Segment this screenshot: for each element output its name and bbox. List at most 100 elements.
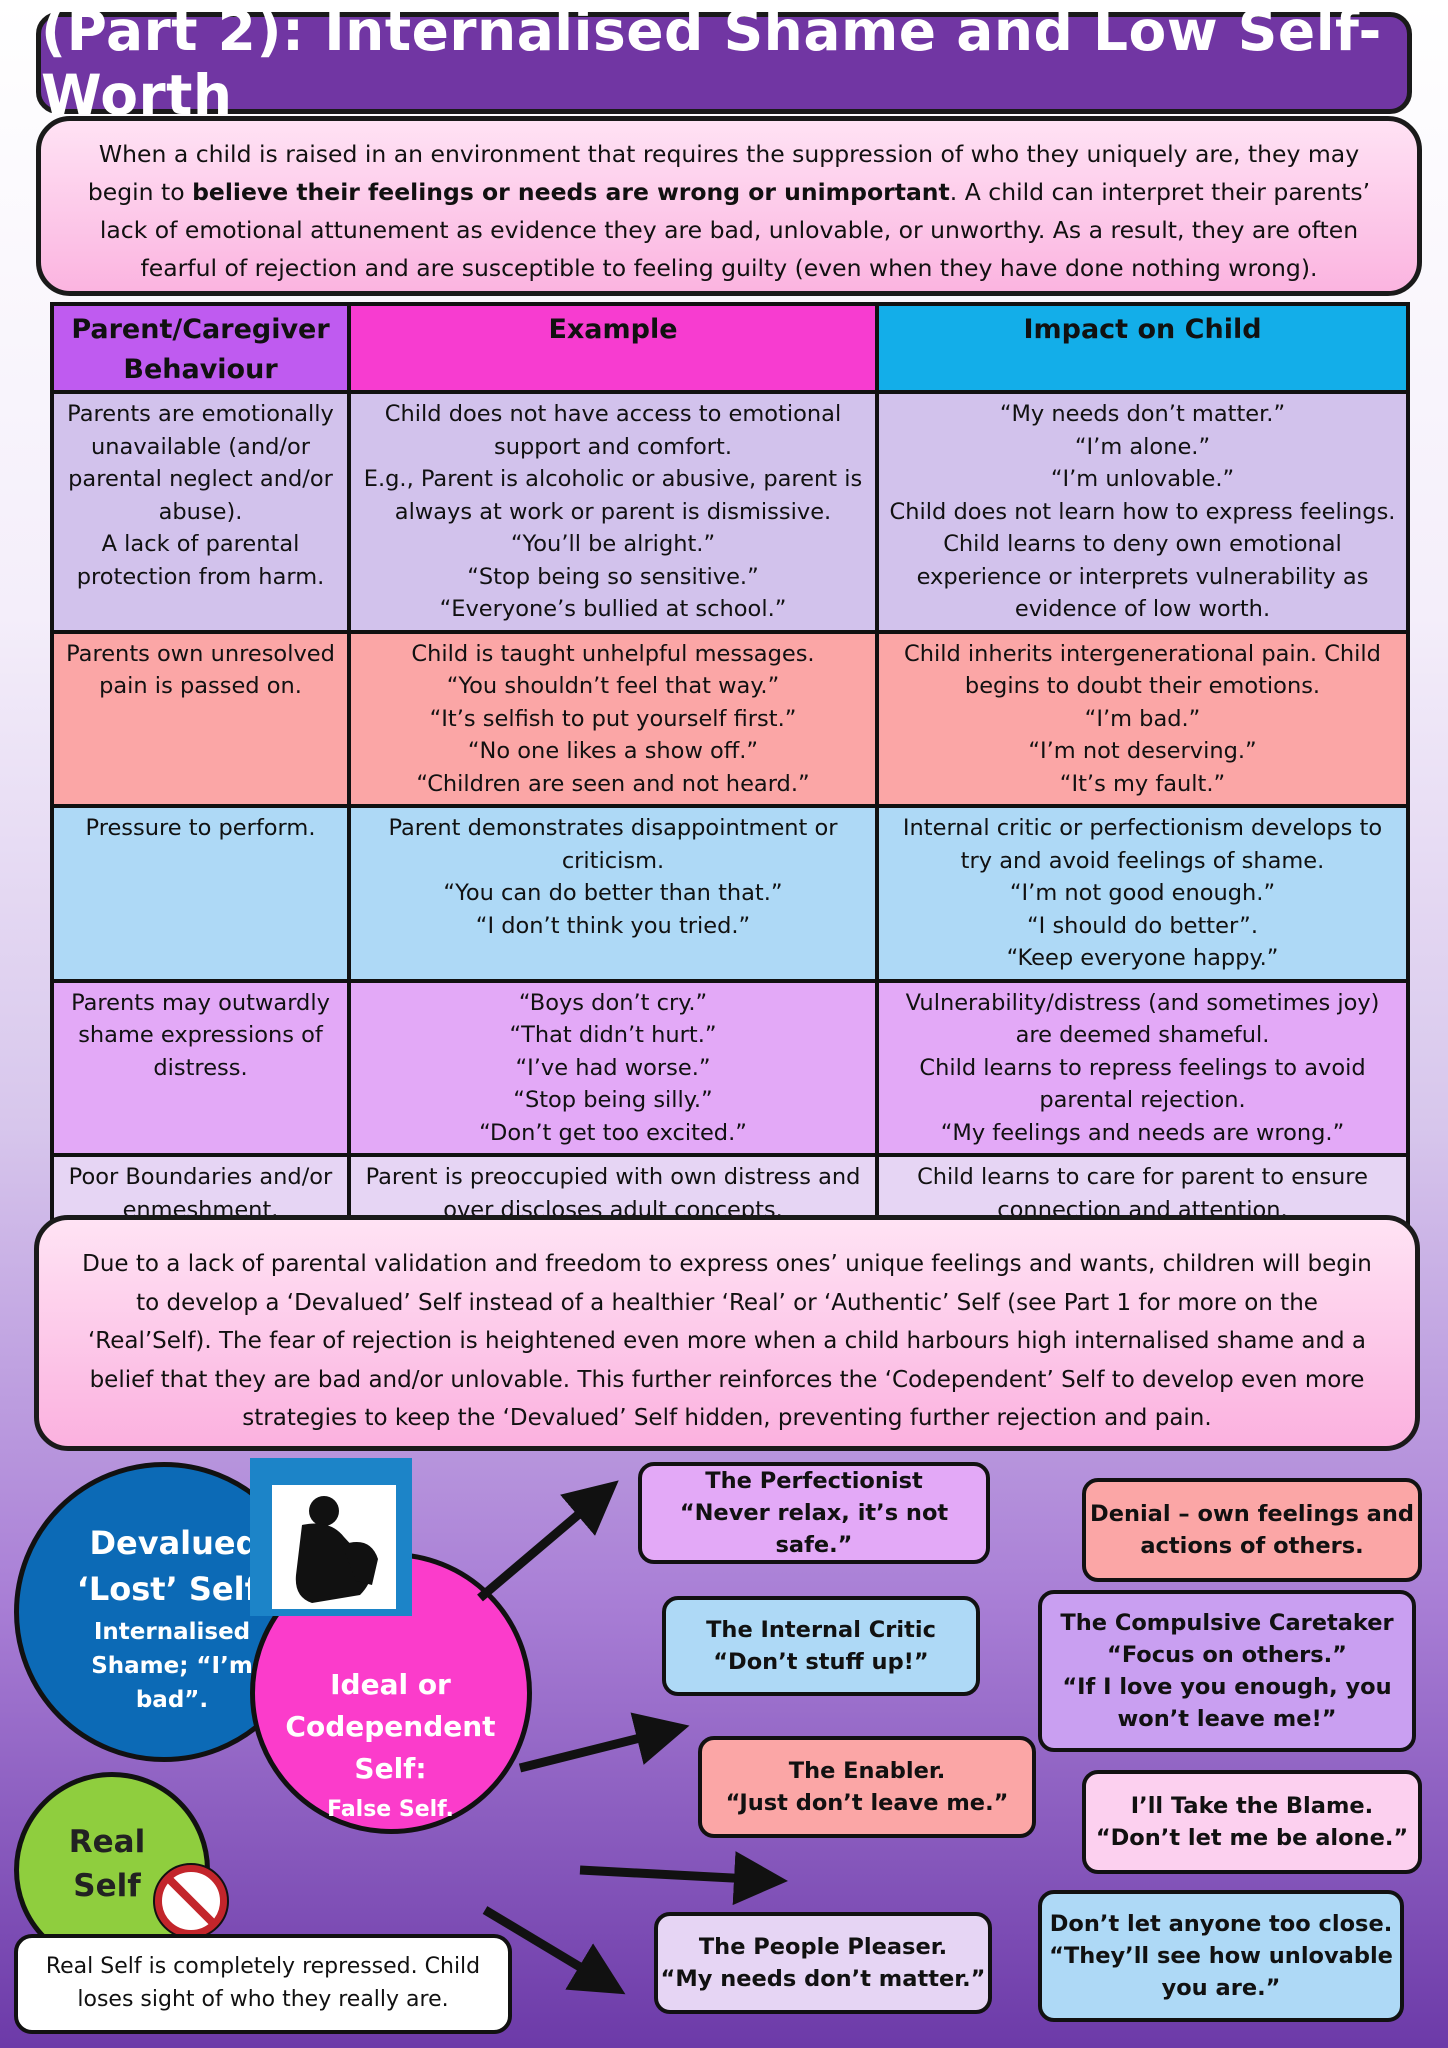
sad-child-icon xyxy=(250,1458,412,1616)
role-name: The People Pleaser. xyxy=(698,1934,948,1960)
intro-text-end: . A child can interpret their parents’ l… xyxy=(99,178,1371,282)
role-quote: “Just don’t leave me.” xyxy=(725,1790,1009,1816)
impact-cell: Vulnerability/distress (and sometimes jo… xyxy=(875,978,1410,1157)
impact-cell: Child inherits intergenerational pain. C… xyxy=(875,629,1410,808)
side-box-line: Denial – own feelings and actions of oth… xyxy=(1090,1501,1414,1559)
cell-line: Vulnerability/distress (and sometimes jo… xyxy=(905,989,1380,1049)
arrow-to-perfectionist xyxy=(477,1480,619,1602)
behaviour-cell: Pressure to perform. xyxy=(50,804,351,983)
cell-line: “I’m unlovable.” xyxy=(1050,466,1235,492)
role-perfectionist: The Perfectionist “Never relax, it’s not… xyxy=(638,1462,990,1564)
role-quote: “Don’t stuff up!” xyxy=(713,1649,929,1675)
arrow-to-critic xyxy=(518,1712,690,1773)
example-cell: Parent demonstrates disappointment or cr… xyxy=(347,804,879,983)
cell-line: “You shouldn’t feel that way.” xyxy=(446,673,780,699)
role-quote: “Never relax, it’s not safe.” xyxy=(679,1500,949,1558)
side-box-blame: I’ll Take the Blame. “Don’t let me be al… xyxy=(1082,1770,1422,1874)
side-box-line: “Focus on others.” xyxy=(1107,1642,1347,1668)
cell-line: “You can do better than that.” xyxy=(443,880,783,906)
role-name: The Perfectionist xyxy=(705,1468,923,1494)
cell-line: “It’s my fault.” xyxy=(1059,770,1226,797)
title-bar: (Part 2): Internalised Shame and Low Sel… xyxy=(36,0,1412,127)
table-row: Parents may outwardly shame expressions … xyxy=(50,978,1410,1157)
role-name: The Enabler. xyxy=(788,1758,946,1784)
cell-line: Internal critic or perfectionism develop… xyxy=(902,815,1383,874)
arrow-to-enabler xyxy=(579,1851,788,1906)
cell-line: “That didn’t hurt.” xyxy=(509,1022,717,1048)
behaviour-cell: Parents own unresolved pain is passed on… xyxy=(50,629,351,808)
cell-line: “Stop being so sensitive.” xyxy=(467,563,759,590)
explanation-box: Due to a lack of parental validation and… xyxy=(34,1215,1420,1451)
cell-line: “Don’t get too excited.” xyxy=(479,1119,747,1146)
cell-line: Parents may outwardly shame expressions … xyxy=(71,989,330,1081)
side-box-line: Don’t let anyone too close. xyxy=(1049,1911,1393,1937)
real-self-title: Real Self xyxy=(68,1824,146,1904)
cell-line: A lack of parental protection from harm. xyxy=(76,531,325,590)
cell-line: Child inherits intergenerational pain. C… xyxy=(904,640,1381,700)
table-row: Parents own unresolved pain is passed on… xyxy=(50,629,1410,808)
table-row: Pressure to perform. Parent demonstrates … xyxy=(50,804,1410,983)
cell-line: “Boys don’t cry.” xyxy=(518,989,708,1016)
table-row: Parents are emotionally unavailable (and… xyxy=(50,390,1410,634)
header-example: Example xyxy=(347,302,879,394)
side-box-line: “If I love you enough, you won’t leave m… xyxy=(1062,1674,1392,1732)
header-behaviour: Parent/Caregiver Behaviour xyxy=(50,302,351,394)
cell-line: E.g., Parent is alcoholic or abusive, pa… xyxy=(363,466,863,525)
cell-line: Child is taught unhelpful messages. xyxy=(411,640,815,667)
role-name: The Internal Critic xyxy=(706,1617,936,1643)
example-cell: Child does not have access to emotional … xyxy=(347,390,879,634)
no-entry-icon xyxy=(153,1863,229,1939)
ideal-self-subtitle: False Self. xyxy=(327,1797,454,1822)
cell-line: “My feelings and needs are wrong.” xyxy=(940,1119,1345,1146)
cell-line: Parents are emotionally unavailable (and… xyxy=(67,401,334,525)
cell-line: “I’m not deserving.” xyxy=(1028,738,1257,764)
cell-line: Pressure to perform. xyxy=(85,815,316,841)
side-box-denial: Denial – own feelings and actions of oth… xyxy=(1082,1478,1422,1582)
cell-line: “You’ll be alright.” xyxy=(510,531,716,557)
behaviour-cell: Parents are emotionally unavailable (and… xyxy=(50,390,351,634)
cell-line: “It’s selfish to put yourself first.” xyxy=(429,705,797,732)
cell-line: “My needs don’t matter.” xyxy=(999,401,1286,427)
devalued-self-title: Devalued ‘Lost’ Self: xyxy=(76,1524,272,1608)
table-header-row: Parent/Caregiver Behaviour Example Impac… xyxy=(50,302,1410,394)
role-people-pleaser: The People Pleaser. “My needs don’t matt… xyxy=(654,1912,992,2014)
cell-line: “Keep everyone happy.” xyxy=(1006,945,1279,971)
cell-line: “I should do better”. xyxy=(1027,912,1258,939)
cell-line: “I’m not good enough.” xyxy=(1009,880,1276,906)
cell-line: “I’m bad.” xyxy=(1084,705,1201,732)
cell-line: “Children are seen and not heard.” xyxy=(416,770,810,797)
role-quote: “My needs don’t matter.” xyxy=(660,1966,986,1992)
cell-line: Child does not have access to emotional … xyxy=(384,401,842,460)
intro-text-start: When a child is raised in an environment… xyxy=(87,140,1360,206)
side-box-line: “Don’t let me be alone.” xyxy=(1095,1825,1409,1851)
example-cell: Child is taught unhelpful messages. “You … xyxy=(347,629,879,808)
behaviour-cell: Parents may outwardly shame expressions … xyxy=(50,978,351,1157)
side-box-too-close: Don’t let anyone too close. “They’ll see… xyxy=(1038,1890,1404,2022)
cell-line: “I’ve had worse.” xyxy=(515,1054,711,1081)
cell-line: Parents own unresolved pain is passed on… xyxy=(66,640,335,700)
intro-text-bold: believe their feelings or needs are wron… xyxy=(192,178,950,206)
real-self-note: Real Self is completely repressed. Child… xyxy=(14,1934,512,2034)
ideal-self-title: Ideal or Codependent Self: xyxy=(285,1668,496,1785)
devalued-self-subtitle: Internalised Shame; “I’m bad”. xyxy=(91,1619,253,1713)
cell-line: Child does not learn how to express feel… xyxy=(889,498,1396,525)
side-box-line: The Compulsive Caretaker xyxy=(1060,1610,1394,1636)
impact-cell: “My needs don’t matter.”“I’m alone.”“I’m… xyxy=(875,390,1410,634)
side-box-line: “They’ll see how unlovable you are.” xyxy=(1049,1943,1393,2001)
impact-cell: Internal critic or perfectionism develop… xyxy=(875,804,1410,983)
cell-line: “Stop being silly.” xyxy=(513,1087,713,1113)
intro-box: When a child is raised in an environment… xyxy=(36,116,1422,296)
role-internal-critic: The Internal Critic “Don’t stuff up!” xyxy=(662,1596,980,1696)
header-impact: Impact on Child xyxy=(875,302,1410,394)
side-box-line: I’ll Take the Blame. xyxy=(1130,1793,1374,1819)
cell-line: “Everyone’s bullied at school.” xyxy=(439,596,787,622)
side-box-caretaker: The Compulsive Caretaker “Focus on other… xyxy=(1038,1590,1416,1752)
explanation-text: Due to a lack of parental validation and… xyxy=(82,1251,1372,1431)
cell-line: Child learns to deny own emotional exper… xyxy=(916,531,1369,622)
example-cell: “Boys don’t cry.” “That didn’t hurt.” “I’v… xyxy=(347,978,879,1157)
cell-line: Parent demonstrates disappointment or cr… xyxy=(388,815,838,874)
cell-line: Child learns to repress feelings to avoi… xyxy=(919,1054,1366,1114)
page-title: (Part 2): Internalised Shame and Low Sel… xyxy=(41,0,1382,127)
role-enabler: The Enabler. “Just don’t leave me.” xyxy=(698,1736,1036,1838)
behaviour-table: Parent/Caregiver Behaviour Example Impac… xyxy=(50,302,1410,1234)
